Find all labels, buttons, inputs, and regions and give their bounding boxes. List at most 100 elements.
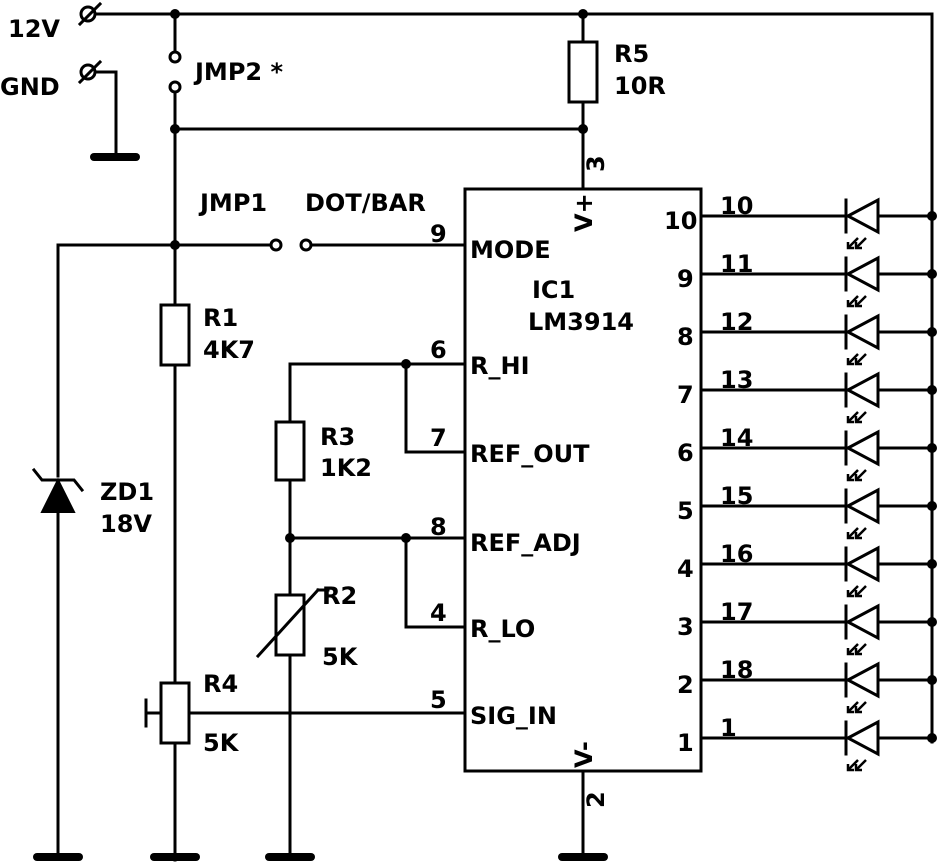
r5-value: 10R — [614, 72, 666, 100]
led-5 — [699, 429, 937, 482]
label-jmp1: JMP1 — [198, 189, 267, 217]
label-jmp2: JMP2 * — [193, 58, 283, 86]
ic1-body — [463, 187, 703, 773]
r1-ref: R1 — [203, 304, 238, 332]
pin-out-inner-5: 5 — [677, 497, 694, 525]
pin-out-inner-2: 8 — [677, 323, 694, 351]
led-junction — [927, 327, 937, 337]
led-3 — [699, 313, 937, 366]
label-gnd: GND — [0, 73, 60, 101]
light-arrows-icon — [846, 759, 867, 772]
led-junction — [927, 617, 937, 627]
led-body — [844, 487, 880, 525]
led-junction — [927, 269, 937, 279]
r4-ref: R4 — [203, 670, 238, 698]
light-arrows-icon — [846, 469, 867, 482]
pin-out-inner-1: 9 — [677, 265, 694, 293]
led-junction — [927, 501, 937, 511]
led-9 — [699, 661, 937, 714]
wire-gnd — [93, 70, 118, 159]
jumper-jmp1: JMP1 DOT/BAR — [56, 189, 467, 252]
pin-refout-name: REF_OUT — [470, 440, 590, 468]
led-1 — [699, 197, 937, 250]
led-8 — [699, 603, 937, 656]
led-body — [844, 545, 880, 583]
trimmer-r2: R2 5K — [255, 582, 359, 671]
led-junction — [927, 559, 937, 569]
led-junction — [927, 443, 937, 453]
led-body — [844, 429, 880, 467]
led-10 — [699, 719, 937, 772]
pin-mode-num: 9 — [430, 220, 447, 248]
led-array — [699, 197, 937, 772]
resistor-r1: R1 4K7 — [159, 303, 255, 367]
ic1-vminus: V- — [570, 741, 598, 768]
pin-out-inner-8: 2 — [677, 671, 694, 699]
label-dotbar: DOT/BAR — [305, 189, 426, 217]
pin-sigin-num: 5 — [430, 686, 447, 714]
pin-out-outer-9: 1 — [720, 714, 737, 742]
pin-rhi-num: 6 — [430, 336, 447, 364]
pin-mode-name: MODE — [470, 236, 551, 264]
pin-out-inner-6: 4 — [677, 555, 694, 583]
zd1-ref: ZD1 — [100, 478, 154, 506]
led-body — [844, 255, 880, 293]
light-arrows-icon — [846, 295, 867, 308]
light-arrows-icon — [846, 237, 867, 250]
r2-value: 5K — [322, 643, 359, 671]
pin-refadj-num: 8 — [430, 513, 447, 541]
light-arrows-icon — [846, 411, 867, 424]
led-2 — [699, 255, 937, 308]
resistor-r5: R5 10R — [170, 12, 666, 191]
ic1-pin-vminus-num: 2 — [582, 791, 610, 808]
light-arrows-icon — [846, 643, 867, 656]
r2-ref: R2 — [322, 582, 357, 610]
pin-out-inner-0: 10 — [664, 207, 697, 235]
r5-ref: R5 — [614, 40, 649, 68]
pin-out-inner-3: 7 — [677, 381, 694, 409]
pin-refout-num: 7 — [430, 424, 447, 452]
led-junction — [927, 675, 937, 685]
potentiometer-r4: R4 5K — [144, 670, 467, 861]
ic1-part: LM3914 — [528, 308, 634, 336]
pin-rlo-num: 4 — [430, 599, 447, 627]
pin-sigin-name: SIG_IN — [470, 702, 557, 730]
power-section: 12V GND — [0, 1, 934, 744]
led-junction — [927, 733, 937, 743]
reference-network — [265, 359, 467, 861]
light-arrows-icon — [846, 353, 867, 366]
r1-value: 4K7 — [203, 336, 255, 364]
led-junction — [927, 385, 937, 395]
r3-value: 1K2 — [320, 454, 372, 482]
r3-ref: R3 — [320, 423, 355, 451]
pin-out-inner-4: 6 — [677, 439, 694, 467]
light-arrows-icon — [846, 527, 867, 540]
label-12v: 12V — [8, 15, 60, 43]
led-7 — [699, 545, 937, 598]
pin-out-inner-9: 1 — [677, 729, 694, 757]
resistor-r3: R3 1K2 — [274, 420, 372, 482]
led-body — [844, 603, 880, 641]
led-4 — [699, 371, 937, 424]
ic1-vplus: V+ — [570, 193, 598, 232]
ic1-ref: IC1 — [532, 276, 575, 304]
pin-rlo-name: R_LO — [470, 615, 535, 643]
pin-rhi-name: R_HI — [470, 352, 530, 380]
led-body — [844, 661, 880, 699]
r4-value: 5K — [203, 729, 240, 757]
zd1-value: 18V — [100, 510, 152, 538]
pin-out-inner-7: 3 — [677, 613, 694, 641]
light-arrows-icon — [846, 585, 867, 598]
led-body — [844, 719, 880, 757]
light-arrows-icon — [846, 701, 867, 714]
led-6 — [699, 487, 937, 540]
led-junction — [927, 211, 937, 221]
led-body — [844, 313, 880, 351]
led-body — [844, 371, 880, 409]
led-body — [844, 197, 880, 235]
ic1-left-pins: MODE 9 R_HI 6 REF_OUT 7 REF_ADJ 8 R_LO 4… — [430, 220, 590, 730]
pin-refadj-name: REF_ADJ — [470, 529, 581, 557]
zener-zd1: ZD1 18V — [31, 243, 154, 861]
ic1-pin-vplus-num: 3 — [582, 155, 610, 172]
